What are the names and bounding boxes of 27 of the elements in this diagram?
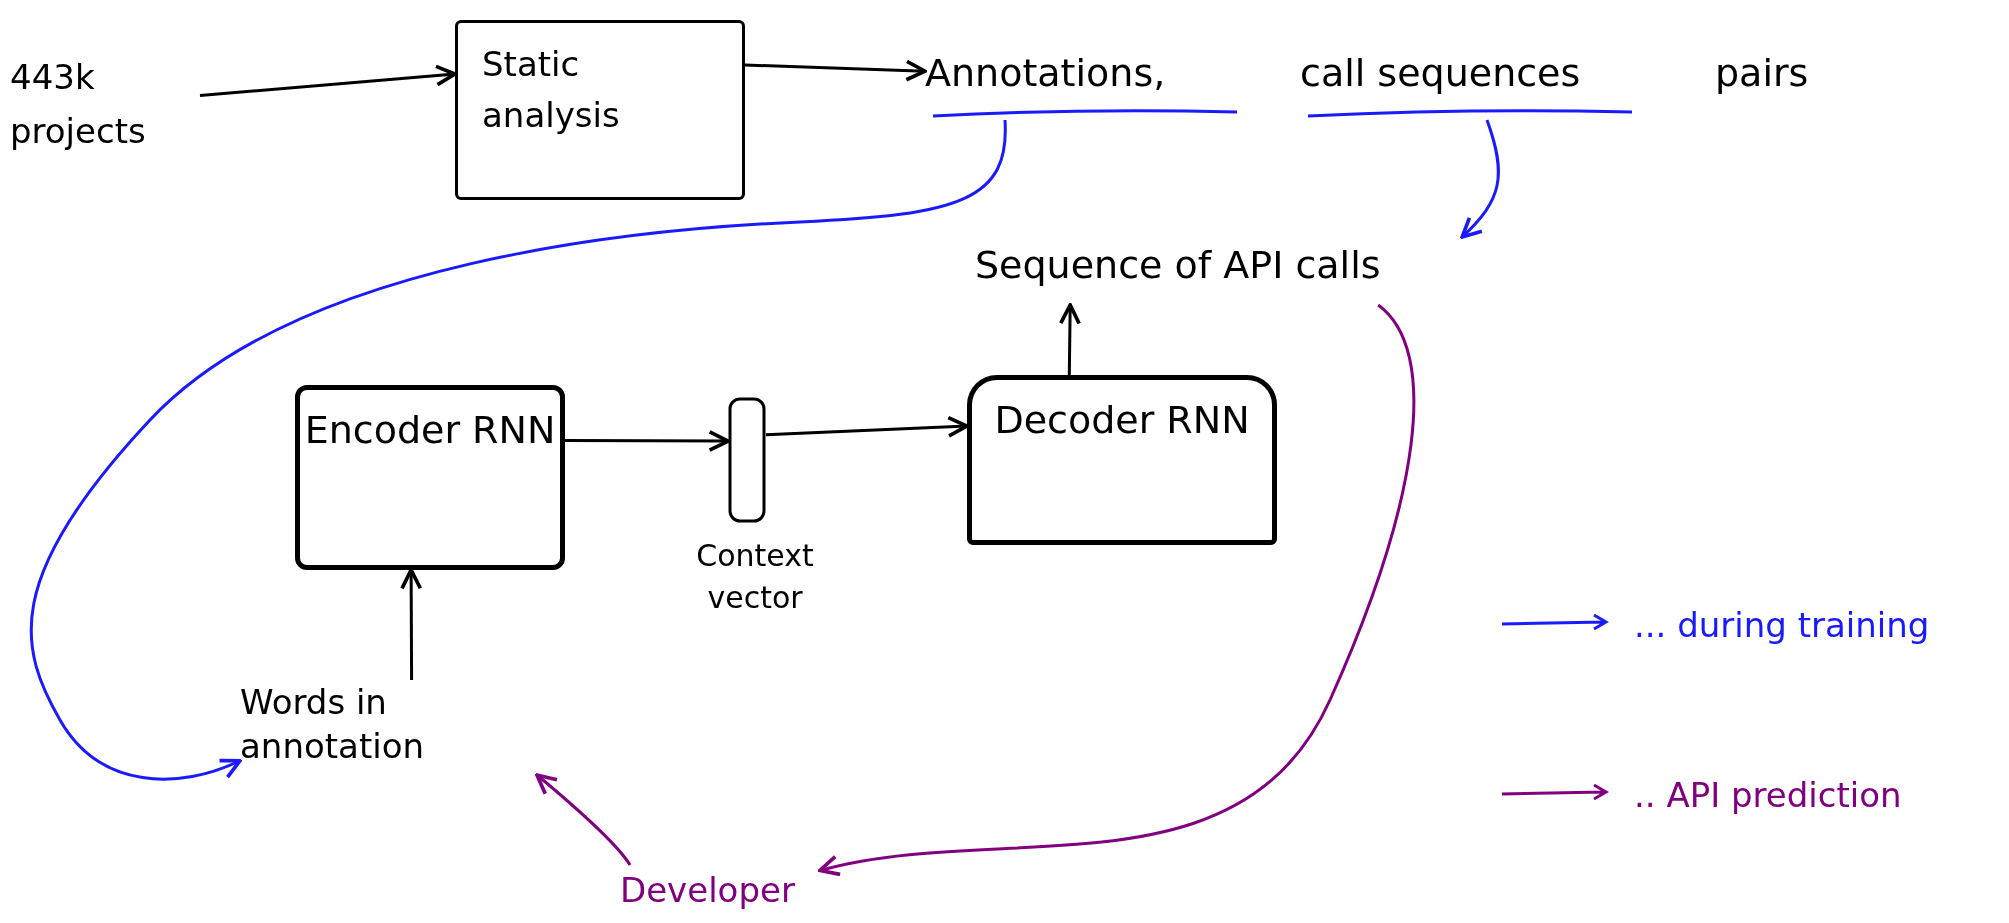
arrow [1058, 303, 1081, 376]
box-label: Decoder RNN [993, 397, 1251, 444]
arrow [765, 415, 969, 438]
process-box [295, 385, 565, 570]
arrow [29, 120, 1007, 781]
text-label: Words in annotation [240, 681, 426, 769]
process-box [967, 375, 1277, 545]
arrow [400, 568, 423, 680]
text-label: Sequence of API calls [975, 242, 1382, 289]
arrow [535, 773, 632, 866]
box-label: Static analysis [482, 43, 621, 137]
arrow [199, 64, 457, 97]
text-label: 443k projects [10, 56, 147, 154]
arrow [1460, 119, 1500, 239]
legend-text: .. API prediction [1634, 774, 1903, 817]
text-label: Developer [620, 869, 796, 912]
arrow [744, 59, 927, 82]
arrow [565, 430, 730, 453]
context-vector-bar [728, 397, 766, 523]
text-label: call sequences [1300, 50, 1582, 97]
node-caption: Context vector [695, 537, 815, 617]
text-label: Annotations, [925, 50, 1167, 97]
box-label: Encoder RNN [303, 407, 557, 454]
text-label: pairs [1715, 50, 1809, 97]
legend-text: ... during training [1634, 604, 1931, 647]
arrow [818, 303, 1416, 878]
process-box [455, 20, 745, 200]
